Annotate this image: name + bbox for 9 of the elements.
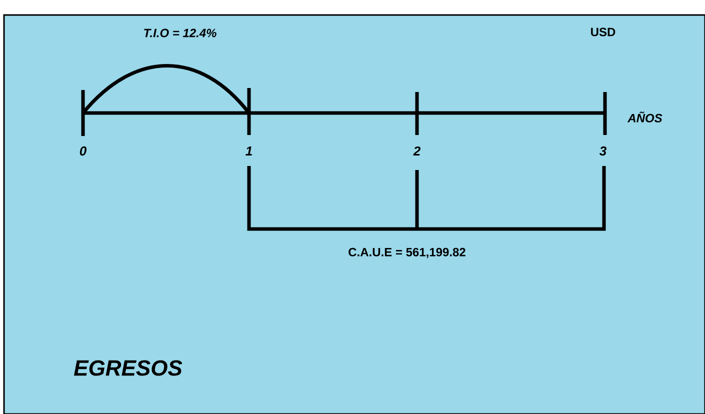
annuity-label: C.A.U.E = 561,199.82 bbox=[348, 248, 466, 258]
rate-label: T.I.O = 12.4% bbox=[144, 28, 216, 38]
period-number: 1 bbox=[246, 146, 252, 156]
period-number: 0 bbox=[80, 146, 86, 156]
axis-label: AÑOS bbox=[627, 112, 662, 122]
period-number: 2 bbox=[413, 146, 420, 156]
period-number: 3 bbox=[599, 146, 606, 156]
section-label: EGRESOS bbox=[74, 360, 182, 376]
currency-label: USD bbox=[591, 28, 616, 36]
